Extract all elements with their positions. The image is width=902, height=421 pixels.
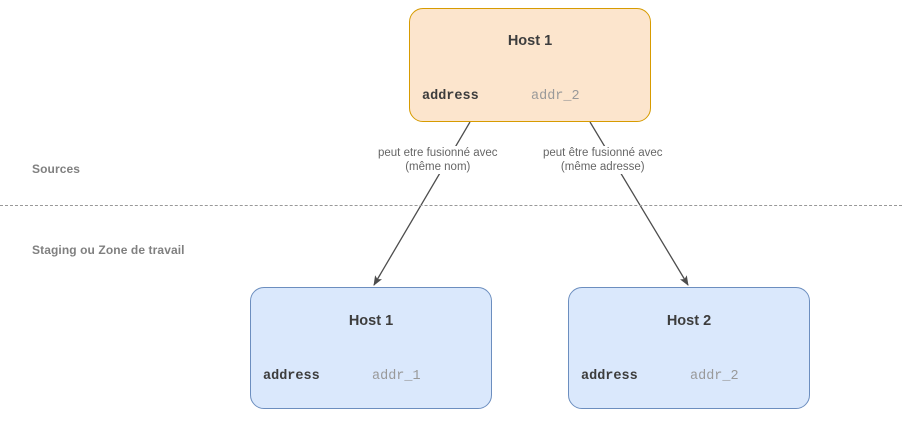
- entity-attribute-row: address addr_1: [251, 369, 491, 385]
- edge-label-left: peut etre fusionné avec (même nom): [376, 146, 500, 174]
- attribute-value: addr_2: [531, 89, 580, 104]
- attribute-value: addr_1: [372, 369, 421, 384]
- entity-box-staging-host2[interactable]: Host 2 address addr_2: [568, 287, 810, 409]
- edge-label-left-line2: (même nom): [405, 161, 471, 173]
- attribute-name: address: [422, 89, 479, 104]
- entity-box-source-host1[interactable]: Host 1 address addr_2: [409, 8, 651, 122]
- entity-attribute-row: address addr_2: [410, 89, 650, 105]
- edge-label-right-line1: peut être fusionné avec: [543, 147, 663, 159]
- lane-label-sources: Sources: [32, 162, 81, 176]
- attribute-name: address: [263, 369, 320, 384]
- edge-label-right: peut être fusionné avec (même adresse): [541, 146, 665, 174]
- entity-title: Host 1: [507, 33, 553, 49]
- attribute-name: address: [581, 369, 638, 384]
- edge-label-right-line2: (même adresse): [560, 161, 645, 173]
- lane-label-staging: Staging ou Zone de travail: [32, 243, 185, 257]
- entity-box-staging-host1[interactable]: Host 1 address addr_1: [250, 287, 492, 409]
- entity-title: Host 1: [348, 313, 394, 329]
- attribute-value: addr_2: [690, 369, 739, 384]
- entity-title: Host 2: [666, 313, 712, 329]
- lane-divider: [0, 205, 902, 206]
- entity-attribute-row: address addr_2: [569, 369, 809, 385]
- edge-label-left-line1: peut etre fusionné avec: [378, 147, 498, 159]
